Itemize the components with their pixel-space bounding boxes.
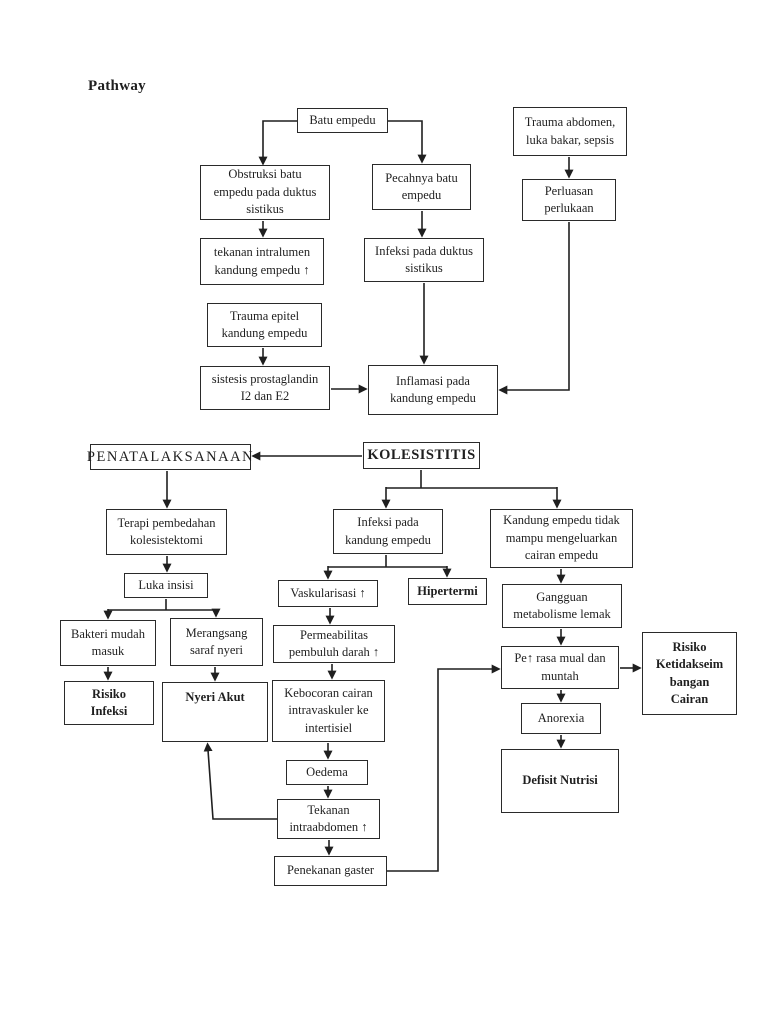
node-permeabilitas: Permeabilitas pembuluh darah ↑ (273, 625, 395, 663)
node-kolesistitis: KOLESISTITIS (363, 442, 480, 469)
node-infeksi-kandung: Infeksi pada kandung empedu (333, 509, 443, 554)
node-merangsang-saraf: Merangsang saraf nyeri (170, 618, 263, 666)
edge-penekanan-pemual (387, 664, 501, 872)
node-obstruksi-batu: Obstruksi batu empedu pada duktus sistik… (200, 165, 330, 220)
node-trauma-abdomen: Trauma abdomen, luka bakar, sepsis (513, 107, 627, 156)
node-bakteri-mudah-masuk: Bakteri mudah masuk (60, 620, 156, 666)
edge-perluasan-inflamasi (498, 222, 570, 395)
edge-batu-obstruksi (258, 120, 297, 166)
node-defisit-nutrisi: Defisit Nutrisi (501, 749, 619, 813)
node-vaskularisasi: Vaskularisasi ↑ (278, 580, 378, 607)
node-trauma-epitel: Trauma epitel kandung empedu (207, 303, 322, 347)
node-tekanan-intralumen: tekanan intralumen kandung empedu ↑ (200, 238, 324, 285)
node-kebocoran-cairan: Kebocoran cairan intravaskuler ke intert… (272, 680, 385, 742)
node-pe-rasa-mual: Pe↑ rasa mual dan muntah (501, 646, 619, 689)
node-sistesis-prostaglandin: sistesis prostaglandin I2 dan E2 (200, 366, 330, 410)
edge-tekananintra-nyeriakut (203, 742, 277, 820)
node-batu-empedu: Batu empedu (297, 108, 388, 133)
node-oedema: Oedema (286, 760, 368, 785)
node-inflamasi: Inflamasi pada kandung empedu (368, 365, 498, 415)
node-terapi-pembedahan: Terapi pembedahan kolesistektomi (106, 509, 227, 555)
node-nyeri-akut: Nyeri Akut (162, 682, 268, 742)
node-penatalaksanaan: PENATALAKSANAAN (87, 444, 253, 470)
node-infeksi-duktus: Infeksi pada duktus sistikus (364, 238, 484, 282)
node-kandung-tidak-mampu: Kandung empedu tidak mampu mengeluarkan … (490, 509, 633, 568)
node-tekanan-intraabdomen: Tekanan intraabdomen ↑ (277, 799, 380, 839)
node-pecahnya-batu: Pecahnya batu empedu (372, 164, 471, 210)
node-risiko-infeksi: Risiko Infeksi (64, 681, 154, 725)
node-risiko-ketidakseimbangan-cairan: Risiko Ketidakseim bangan Cairan (642, 632, 737, 715)
page-title: Pathway (88, 78, 146, 94)
node-anorexia: Anorexia (521, 703, 601, 734)
node-gangguan-metabolisme: Gangguan metabolisme lemak (502, 584, 622, 628)
node-perluasan-perlukaan: Perluasan perlukaan (522, 179, 616, 221)
edge-batu-pecahnya (388, 120, 427, 164)
node-penekanan-gaster: Penekanan gaster (274, 856, 387, 886)
node-luka-insisi: Luka insisi (124, 573, 208, 598)
node-hipertermi: Hipertermi (408, 578, 487, 605)
